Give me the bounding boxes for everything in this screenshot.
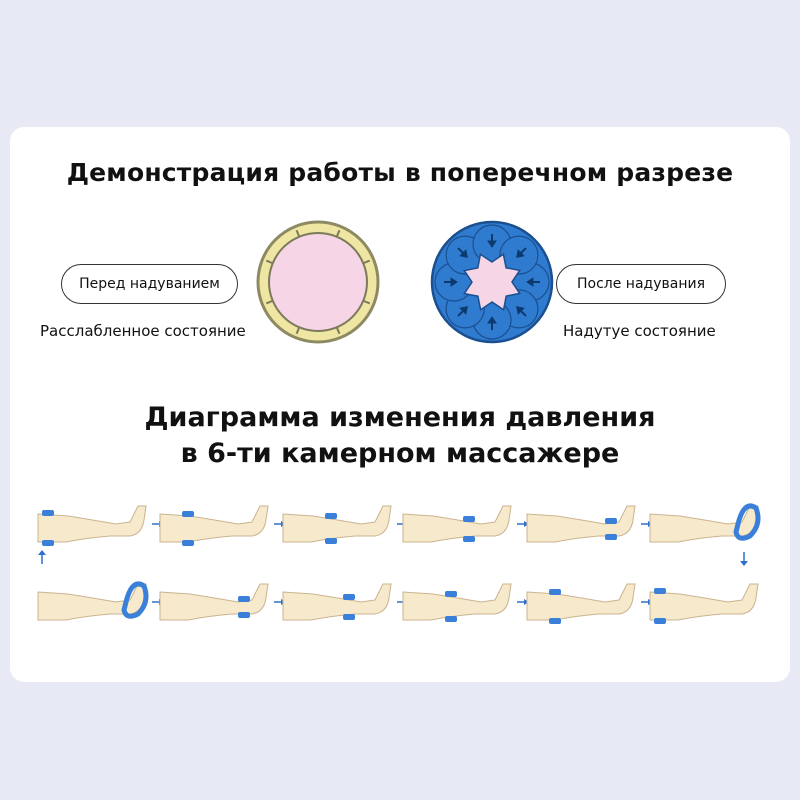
active-chamber (42, 510, 54, 516)
pressure-arrow-icon (516, 306, 527, 317)
active-chamber (238, 612, 250, 618)
active-chamber (182, 540, 194, 546)
relaxed-state-text: Расслабленное состояние (40, 322, 246, 340)
pressure-arrow-icon (457, 306, 468, 317)
leg-shape (526, 505, 636, 543)
cross-section-title: Демонстрация работы в поперечном разрезе (66, 158, 734, 187)
active-chamber (325, 538, 337, 544)
leg-shape (159, 505, 269, 543)
top-row-leg-4 (402, 505, 512, 543)
active-chamber (605, 534, 617, 540)
inflated-state-text: Надутуе состояние (563, 322, 716, 340)
relaxed-chamber-divider (295, 326, 301, 335)
top-row-leg-1 (37, 505, 147, 546)
active-chamber (343, 614, 355, 620)
active-chamber (463, 516, 475, 522)
active-chamber (325, 513, 337, 519)
pressure-arrow-icon (526, 277, 540, 287)
pressure-arrow-icon (516, 247, 527, 258)
active-chamber (343, 594, 355, 600)
active-chamber (445, 591, 457, 597)
relaxed-chamber-divider (295, 229, 301, 238)
leg-shape (402, 583, 512, 621)
relaxed-chamber-divider (335, 229, 341, 238)
active-chamber (605, 518, 617, 524)
pressure-arrow-icon (487, 234, 497, 248)
active-chamber (549, 589, 561, 595)
pressure-arrow-icon (487, 316, 497, 330)
top-row-leg-2 (159, 505, 269, 546)
inflated-inner-lumen (463, 253, 521, 311)
pressure-arrow-icon (457, 247, 468, 258)
top-row-leg-5 (526, 505, 636, 543)
cross-section-inflated-diagram (430, 220, 554, 344)
cross-section-relaxed-diagram (256, 220, 380, 344)
bottom-row-leg-2 (159, 583, 269, 621)
active-chamber (182, 511, 194, 517)
pressure-diagram-title-line1: Диаграмма изменения давления (144, 402, 656, 433)
relaxed-chamber-divider (335, 326, 341, 335)
pressure-arrow-icon (444, 277, 458, 287)
active-chamber (42, 540, 54, 546)
bottom-row-leg-6 (649, 583, 759, 624)
active-chamber (445, 616, 457, 622)
pressure-diagram-title-line2: в 6-ти камерном массажере (180, 438, 620, 469)
active-chamber (463, 536, 475, 542)
top-row-leg-6 (649, 503, 761, 543)
after-inflation-label: После надувания (556, 264, 726, 304)
active-chamber (238, 596, 250, 602)
active-chamber (654, 588, 666, 594)
active-chamber (121, 581, 149, 619)
bottom-row-leg-4 (402, 583, 512, 622)
leg-shape (282, 505, 392, 543)
leg-shape (526, 583, 636, 621)
relaxed-chamber-divider (265, 259, 274, 265)
bottom-row-leg-1 (37, 581, 149, 621)
relaxed-chamber-divider (362, 299, 371, 305)
relaxed-chamber-divider (265, 299, 274, 305)
leg-shape (282, 583, 392, 621)
sequence-arrow-up-icon (38, 550, 46, 564)
bottom-row-leg-3 (282, 583, 392, 621)
active-chamber (654, 618, 666, 624)
active-chamber (549, 618, 561, 624)
leg-shape (402, 505, 512, 543)
leg-shape (649, 583, 759, 621)
bottom-row-leg-5 (526, 583, 636, 624)
active-chamber (733, 503, 761, 541)
top-row-leg-3 (282, 505, 392, 544)
leg-shape (159, 583, 269, 621)
pressure-sequence-diagram (37, 503, 761, 624)
relaxed-chamber-divider (362, 259, 371, 265)
before-inflation-label: Перед надуванием (61, 264, 238, 304)
leg-shape (37, 505, 147, 543)
sequence-arrow-down-icon (740, 552, 748, 566)
